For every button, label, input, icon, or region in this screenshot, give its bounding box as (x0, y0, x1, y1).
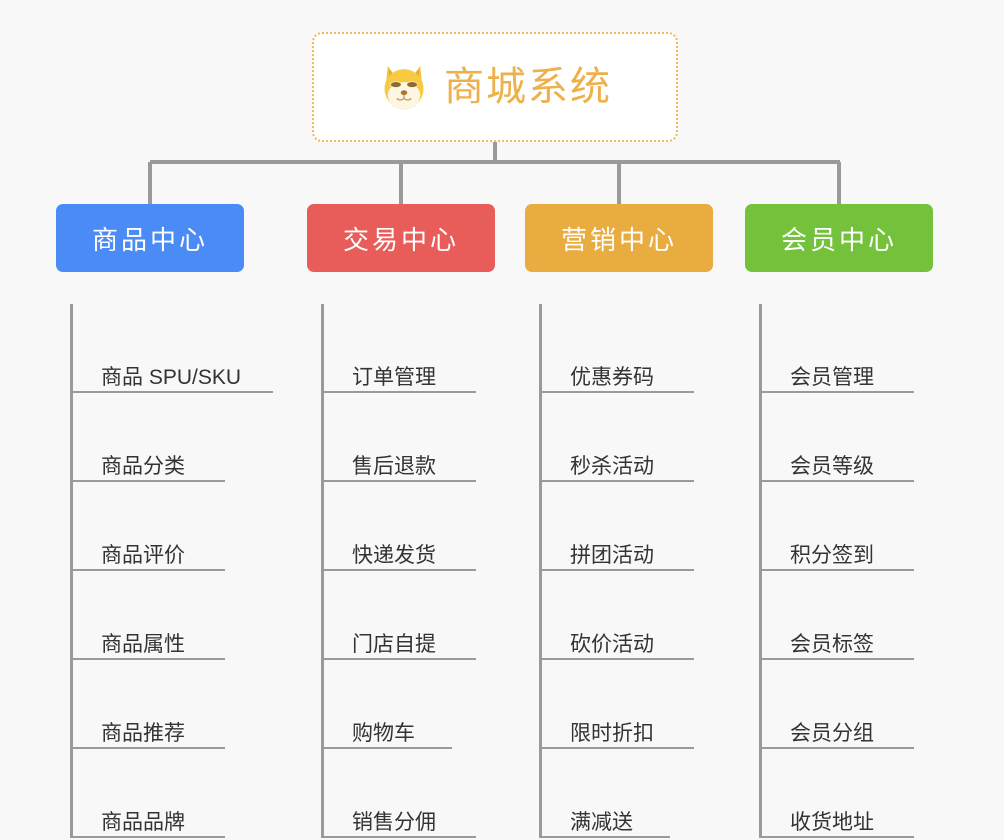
leaf-item-label: 售后退款 (352, 454, 436, 478)
leaf-item-label: 快递发货 (352, 543, 436, 567)
leaf-item[interactable]: 会员分组 (762, 660, 933, 749)
leaf-item-underline (762, 480, 914, 482)
category-header-0[interactable]: 商品中心 (56, 204, 244, 272)
leaf-item-underline (324, 658, 476, 660)
leaf-item[interactable]: 会员等级 (762, 393, 933, 482)
leaf-item-label: 会员分组 (790, 721, 874, 745)
leaf-item-underline (762, 569, 914, 571)
leaf-item-label: 秒杀活动 (570, 454, 654, 478)
leaf-item-label: 优惠券码 (570, 365, 654, 389)
shiba-dog-icon (384, 65, 424, 110)
leaf-item[interactable]: 满减送 (542, 749, 713, 838)
leaf-stack: 订单管理售后退款快递发货门店自提购物车销售分佣 (321, 304, 495, 838)
leaf-item[interactable]: 积分签到 (762, 482, 933, 571)
leaf-item-label: 商品品牌 (101, 810, 185, 834)
leaf-item[interactable]: 商品推荐 (73, 660, 244, 749)
leaf-item-label: 会员管理 (790, 365, 874, 389)
leaf-item-label: 商品分类 (101, 454, 185, 478)
root-node-mall-system[interactable]: 商城系统 (312, 32, 678, 142)
leaf-item-underline (762, 836, 914, 838)
leaf-item-label: 门店自提 (352, 632, 436, 656)
leaf-item[interactable]: 砍价活动 (542, 571, 713, 660)
leaf-item[interactable]: 收货地址 (762, 749, 933, 838)
leaf-item[interactable]: 商品分类 (73, 393, 244, 482)
leaf-item-underline (542, 480, 694, 482)
leaf-item[interactable]: 商品 SPU/SKU (73, 304, 273, 393)
leaf-item-underline (73, 480, 225, 482)
leaf-item-label: 商品 SPU/SKU (101, 365, 242, 389)
category-header-label: 会员中心 (780, 224, 897, 255)
leaf-item-underline (73, 836, 225, 838)
leaf-item-underline (762, 747, 914, 749)
leaf-item-underline (762, 658, 914, 660)
leaf-item[interactable]: 订单管理 (324, 304, 495, 393)
leaf-item-label: 积分签到 (790, 543, 874, 567)
leaf-item[interactable]: 快递发货 (324, 482, 495, 571)
leaf-item-underline (542, 747, 694, 749)
leaf-item[interactable]: 商品属性 (73, 571, 244, 660)
category-header-1[interactable]: 交易中心 (307, 204, 495, 272)
leaf-item-label: 商品推荐 (101, 721, 185, 745)
category-header-label: 商品中心 (91, 224, 208, 255)
leaf-item-underline (542, 569, 694, 571)
leaf-item-label: 收货地址 (790, 810, 874, 834)
leaf-item-label: 会员等级 (790, 454, 874, 478)
category-column: 交易中心订单管理售后退款快递发货门店自提购物车销售分佣 (307, 204, 495, 838)
leaf-item-underline (542, 391, 694, 393)
leaf-item-underline (324, 836, 476, 838)
leaf-item[interactable]: 商品品牌 (73, 749, 244, 838)
category-header-label: 营销中心 (560, 224, 677, 255)
leaf-item-underline (73, 747, 225, 749)
leaf-item-underline (324, 747, 452, 749)
leaf-item[interactable]: 优惠券码 (542, 304, 713, 393)
leaf-item[interactable]: 限时折扣 (542, 660, 713, 749)
leaf-item-underline (73, 569, 225, 571)
root-node-title: 商城系统 (444, 65, 612, 109)
leaf-stack: 商品 SPU/SKU 商品分类商品评价商品属性商品推荐商品品牌 (70, 304, 273, 838)
leaf-item-label: 订单管理 (352, 365, 436, 389)
leaf-item-label: 商品评价 (101, 543, 185, 567)
leaf-item-underline (762, 391, 914, 393)
leaf-stack: 优惠券码秒杀活动拼团活动砍价活动限时折扣满减送 (539, 304, 713, 838)
leaf-item-label: 限时折扣 (570, 721, 654, 745)
category-header-label: 交易中心 (342, 224, 459, 255)
leaf-item-label: 拼团活动 (570, 543, 654, 567)
category-header-3[interactable]: 会员中心 (745, 204, 933, 272)
leaf-item[interactable]: 销售分佣 (324, 749, 495, 838)
leaf-item[interactable]: 拼团活动 (542, 482, 713, 571)
leaf-item-underline (324, 480, 476, 482)
leaf-item[interactable]: 秒杀活动 (542, 393, 713, 482)
leaf-item[interactable]: 会员标签 (762, 571, 933, 660)
category-header-2[interactable]: 营销中心 (525, 204, 713, 272)
leaf-item[interactable]: 会员管理 (762, 304, 933, 393)
leaf-item[interactable]: 商品评价 (73, 482, 244, 571)
leaf-item-label: 满减送 (570, 810, 633, 834)
category-column: 会员中心会员管理会员等级积分签到会员标签会员分组收货地址 (745, 204, 933, 838)
leaf-stack: 会员管理会员等级积分签到会员标签会员分组收货地址 (759, 304, 933, 838)
leaf-item-label: 会员标签 (790, 632, 874, 656)
leaf-item-underline (542, 836, 670, 838)
leaf-item-underline (324, 569, 476, 571)
leaf-item[interactable]: 售后退款 (324, 393, 495, 482)
leaf-item[interactable]: 购物车 (324, 660, 495, 749)
leaf-item-label: 销售分佣 (352, 810, 436, 834)
category-column: 营销中心优惠券码秒杀活动拼团活动砍价活动限时折扣满减送 (525, 204, 713, 838)
category-column: 商品中心商品 SPU/SKU 商品分类商品评价商品属性商品推荐商品品牌 (56, 204, 273, 838)
leaf-item-underline (73, 391, 273, 393)
leaf-item-label: 商品属性 (101, 632, 185, 656)
leaf-item-label: 砍价活动 (570, 632, 654, 656)
leaf-item[interactable]: 门店自提 (324, 571, 495, 660)
leaf-item-underline (542, 658, 694, 660)
leaf-item-underline (324, 391, 476, 393)
leaf-item-label: 购物车 (352, 721, 415, 745)
leaf-item-underline (73, 658, 225, 660)
